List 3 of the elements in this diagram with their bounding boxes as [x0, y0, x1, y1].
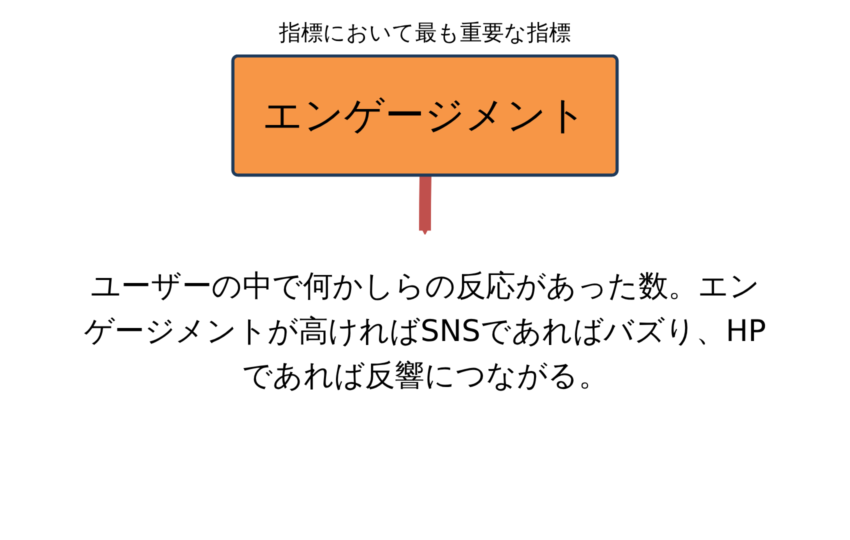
node-text: ユーザーの中で何かしらの反応があった数。エンゲージメントが高ければSNSであればバズり、HPであれば反響につながる。	[84, 269, 766, 394]
heading: 指標において最も重要な指標	[278, 20, 572, 48]
arrow	[419, 174, 432, 236]
